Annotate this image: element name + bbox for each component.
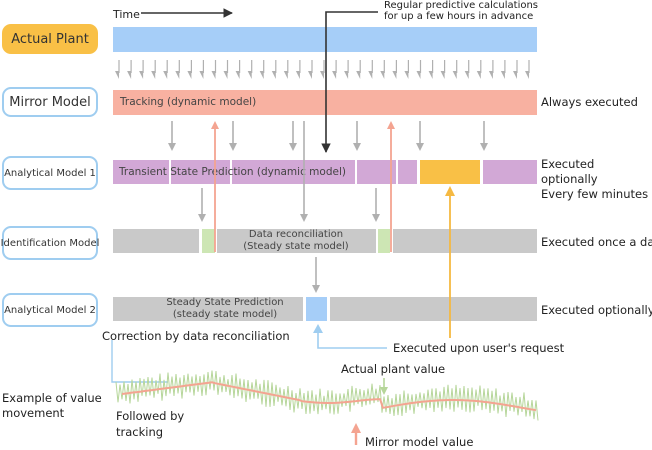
sampling-arrow-head (428, 71, 433, 79)
sampling-arrow-head (392, 71, 397, 79)
gray-arrow-head (416, 143, 424, 151)
gray-arrows (168, 121, 488, 293)
identification-model-label: Identification Model (0, 237, 100, 249)
sampling-arrow-head (295, 71, 300, 79)
gray-arrow-head (480, 143, 488, 151)
analytical-2-bar-text: Steady State Prediction (steady state mo… (166, 297, 284, 320)
sampling-arrow-head (525, 71, 530, 79)
gray-arrow-head (312, 285, 320, 293)
sampling-arrow-head (115, 71, 120, 79)
sampling-arrow-head (513, 71, 518, 79)
sampling-arrow-head (500, 71, 505, 79)
sampling-arrow-head (368, 71, 373, 79)
mirror-model-note: Always executed (541, 95, 638, 109)
salmon-arrow-head (387, 121, 395, 129)
identification-seg (113, 229, 199, 253)
analytical-1-seg (357, 160, 396, 184)
sampling-arrow-head (356, 71, 361, 79)
sampling-arrow-head (151, 71, 156, 79)
gray-arrow-head (372, 214, 380, 222)
correction-bracket (111, 340, 168, 383)
gray-arrow-head (289, 143, 297, 151)
analytical-1-bar-text: Transient State Prediction (dynamic mode… (119, 166, 346, 178)
sampling-arrow-head (332, 71, 337, 79)
mirror-model-value-callout: Mirror model value (365, 435, 474, 449)
sampling-arrow-head (139, 71, 144, 79)
sampling-arrow-head (211, 71, 216, 79)
sampling-arrow-head (163, 71, 168, 79)
identification-note: Executed once a day (541, 235, 652, 249)
example-label: Example of value movement (2, 391, 102, 420)
analytical-model-2-label: Analytical Model 2 (4, 304, 96, 316)
analytical-2-seg (330, 297, 537, 321)
sampling-arrow-head (271, 71, 276, 79)
analytical-1-seg (398, 160, 417, 184)
mirror-model-bar-text: Tracking (dynamic model) (120, 96, 257, 108)
sampling-arrow-head (175, 71, 180, 79)
sampling-arrow-head (452, 71, 457, 79)
regular-prediction-callout: Regular predictive calculations for up a… (384, 0, 539, 22)
analytical-1-seg (483, 160, 537, 184)
identification-seg (393, 229, 537, 253)
sampling-arrow-head (380, 71, 385, 79)
identification-bar-text: Data reconciliation (Steady state model) (243, 229, 349, 252)
analytical-1-note: Executed optionally Every few minutes (541, 157, 649, 201)
actual-plant-bar (113, 27, 537, 52)
sampling-arrow-head (199, 71, 204, 79)
sampling-arrow-head (440, 71, 445, 79)
analytical-2-note: Executed optionally (541, 303, 652, 317)
sampling-arrow-head (223, 71, 228, 79)
time-label: Time (113, 8, 140, 21)
sampling-arrow-head (187, 71, 192, 79)
sampling-arrow-head (320, 71, 325, 79)
sampling-arrow-head (283, 71, 288, 79)
mirror-model-bar (113, 90, 537, 115)
sampling-arrow-head (416, 71, 421, 79)
reconciliation-block (202, 229, 215, 253)
actual-plant-label: Actual Plant (11, 31, 89, 47)
gray-arrow-head (168, 143, 176, 151)
sampling-arrow-head (247, 71, 252, 79)
analytical-2-seg (113, 297, 303, 321)
mirror-model-pill: Mirror Model (2, 87, 98, 117)
actual-plant-pill: Actual Plant (2, 24, 98, 54)
analytical-model-2-pill: Analytical Model 2 (2, 293, 98, 327)
analytical-model-1-pill: Analytical Model 1 (2, 156, 98, 190)
sampling-arrow-head (235, 71, 240, 79)
correction-callout: Correction by data reconciliation (102, 329, 290, 343)
mirror-model-label: Mirror Model (9, 94, 91, 110)
user-request-block (420, 160, 480, 184)
identification-seg (217, 229, 376, 253)
analytical-1-seg (113, 160, 169, 184)
analytical-model-1-label: Analytical Model 1 (4, 167, 96, 179)
followed-by-tracking-callout: Followed by tracking (116, 409, 185, 439)
actual-plant-value-callout: Actual plant value (341, 362, 446, 376)
salmon-arrow-head (211, 121, 219, 129)
user-request-callout: Executed upon user's request (393, 341, 565, 355)
sampling-arrow-head (127, 71, 132, 79)
sampling-arrow-head (404, 71, 409, 79)
sampling-arrow-head (464, 71, 469, 79)
gray-arrow-head (300, 214, 308, 222)
analytical-1-seg (171, 160, 230, 184)
sampling-arrow-head (259, 71, 264, 79)
sampling-arrows (115, 60, 530, 79)
gray-arrow-head (198, 214, 206, 222)
sampling-arrow-head (476, 71, 481, 79)
sampling-arrow-head (344, 71, 349, 79)
identification-model-pill: Identification Model (0, 226, 100, 260)
gray-arrow-head (229, 143, 237, 151)
sampling-arrow-head (308, 71, 313, 79)
user-request-blue-arrow (317, 330, 387, 349)
gray-arrow-head (353, 143, 361, 151)
steady-prediction-block (306, 297, 327, 321)
mirror-model-wave (121, 381, 537, 412)
sampling-arrow-head (488, 71, 493, 79)
analytical-1-seg (232, 160, 355, 184)
reconciliation-block (378, 229, 390, 253)
